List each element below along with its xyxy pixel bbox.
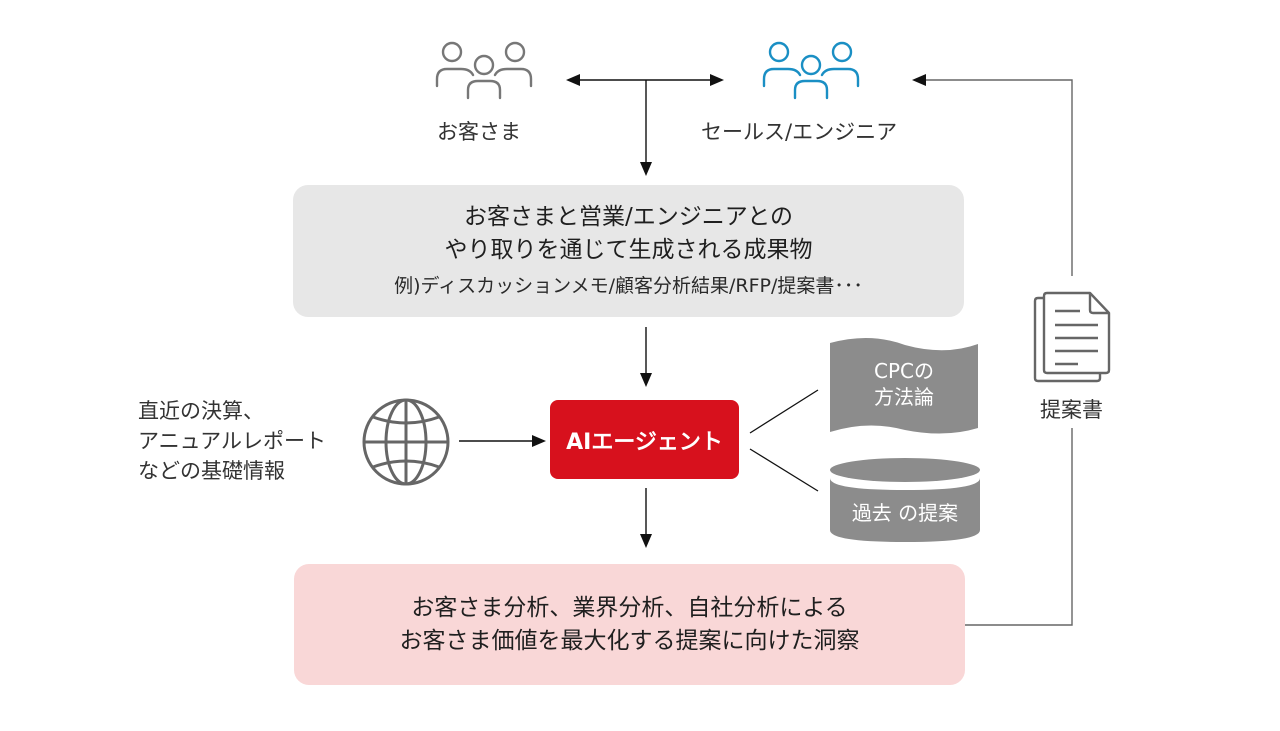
basic-info-line: アニュアルレポート [138,429,326,453]
basic-info-line: などの基礎情報 [138,459,285,483]
customer-people-icon [435,41,533,100]
insight-line1: お客さま分析、業界分析、自社分析による [411,594,848,621]
basic-info-line: 直近の決算、 [138,399,264,423]
proposal-doc-label: 提案書 [1040,398,1103,422]
down-arrow-to-insights [640,488,652,548]
document-icon [1033,291,1111,383]
artifacts-box: お客さまと営業/エンジニアとの やり取りを通じて生成される成果物 例)ディスカッ… [293,185,964,317]
down-arrow-to-agent [640,327,652,387]
customer-label: お客さま [437,120,521,144]
ai-agent-box: AIエージェント [550,400,739,479]
sales-engineer-people-icon [762,41,860,100]
methodology-document-shape [830,337,978,434]
past-proposals-database-shape [830,458,980,542]
feedback-arrowhead [912,74,926,86]
methodology-label-line2: 方法論 [874,385,934,409]
connector-agent-past-proposals [749,448,819,492]
past-proposals-label: 過去 の提案 [851,501,959,525]
artifacts-examples: 例)ディスカッションメモ/顧客分析結果/RFP/提案書･･･ [394,275,863,297]
insight-line2: お客さま価値を最大化する提案に向けた洞察 [399,627,860,654]
down-arrow-to-artifacts [640,80,652,176]
artifacts-title-line1: お客さまと営業/エンジニアとの [463,204,794,230]
sales-engineer-label: セールス/エンジニア [701,120,898,144]
insight-box: お客さま分析、業界分析、自社分析による お客さま価値を最大化する提案に向けた洞察 [294,564,965,685]
connector-agent-methodology [749,389,819,434]
actor-exchange-arrow [566,74,724,86]
methodology-label-line1: CPCの [874,359,934,383]
methodology-label: CPCの 方法論 [830,358,978,410]
arrow-basic-info-to-agent [459,435,546,447]
feedback-loop-line [926,79,1073,626]
globe-icon [362,398,450,486]
artifacts-title-line2: やり取りを通じて生成される成果物 [444,237,813,263]
basic-info-text: 直近の決算、 アニュアルレポート などの基礎情報 [138,396,326,486]
